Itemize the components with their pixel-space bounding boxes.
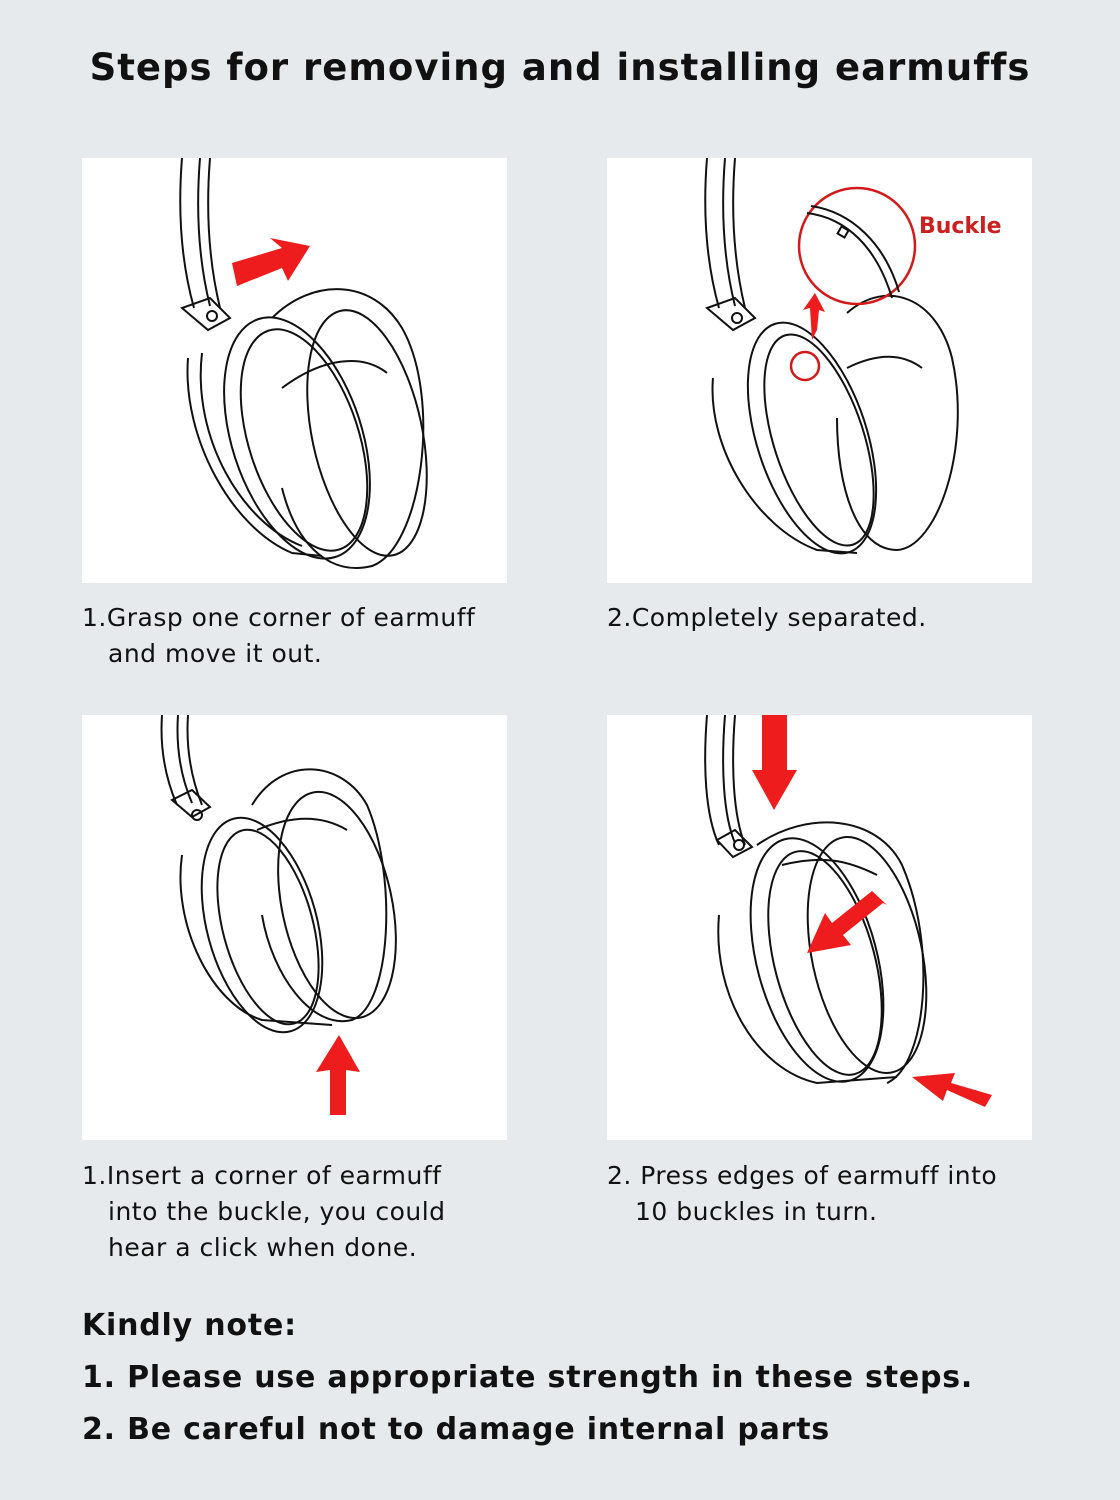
headphone-press-drawing — [704, 715, 992, 1107]
direction-arrow-icon — [232, 238, 310, 286]
headphone-separated-drawing: Buckle — [704, 158, 1002, 555]
step-1-caption: 1.Grasp one corner of earmuff and move i… — [82, 600, 475, 672]
caption-line: 1.Insert a corner of earmuff — [82, 1161, 442, 1190]
step-2-caption: 2.Completely separated. — [607, 600, 927, 636]
step-4-illustration — [607, 715, 1032, 1140]
caption-line: 1.Grasp one corner of earmuff — [82, 603, 476, 632]
diagonal-arrow-icon — [912, 1073, 992, 1107]
up-arrow-icon — [316, 1035, 360, 1115]
note-item: 1. Please use appropriate strength in th… — [82, 1360, 974, 1395]
caption-line: 2. Press edges of earmuff into — [607, 1161, 998, 1190]
step-2-illustration: Buckle — [607, 158, 1032, 583]
buckle-label: Buckle — [919, 214, 1002, 239]
note-item: 2. Be careful not to damage internal par… — [82, 1412, 831, 1447]
step-3-caption: 1.Insert a corner of earmuff into the bu… — [82, 1158, 446, 1266]
caption-line: 10 buckles in turn. — [635, 1197, 878, 1226]
note-heading: Kindly note: — [82, 1308, 297, 1343]
caption-line: hear a click when done. — [108, 1233, 418, 1262]
caption-line: 2.Completely separated. — [607, 603, 927, 632]
step-1-illustration — [82, 158, 507, 583]
up-arrow-icon — [803, 293, 825, 340]
caption-line: and move it out. — [108, 639, 323, 668]
step-4-caption: 2. Press edges of earmuff into 10 buckle… — [607, 1158, 997, 1230]
diagonal-arrow-icon — [807, 891, 887, 953]
headphone-insert-drawing — [160, 715, 397, 1115]
down-arrow-icon — [752, 715, 797, 810]
headphone-earmuff-drawing — [179, 158, 428, 569]
page-title: Steps for removing and installing earmuf… — [89, 46, 1031, 89]
step-3-illustration — [82, 715, 507, 1140]
kindly-note-section: Kindly note: 1. Please use appropriate s… — [82, 1300, 973, 1456]
caption-line: into the buckle, you could — [108, 1197, 446, 1226]
